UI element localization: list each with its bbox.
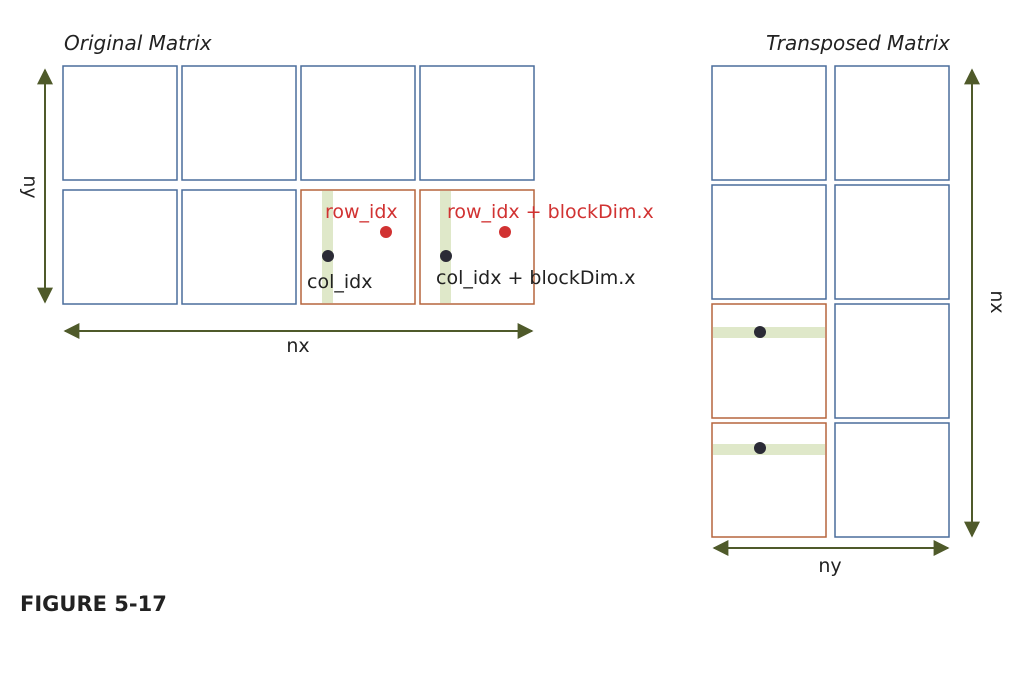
row-dot — [380, 226, 392, 238]
row-dot — [499, 226, 511, 238]
block — [834, 303, 950, 419]
highlighted-block — [711, 422, 827, 538]
block — [711, 184, 827, 300]
nx-label-transposed: nx — [986, 290, 1008, 313]
row-idx-label: row_idx — [325, 201, 398, 223]
col-dot — [754, 442, 766, 454]
nx-label: nx — [286, 335, 309, 357]
col-idx-offset-label: col_idx + blockDim.x — [436, 267, 636, 289]
row-idx-offset-label: row_idx + blockDim.x — [447, 201, 654, 223]
block — [62, 189, 178, 305]
col-dot — [322, 250, 334, 262]
col-dot — [754, 326, 766, 338]
block — [834, 65, 950, 181]
col-dot — [440, 250, 452, 262]
block — [181, 189, 297, 305]
row-stripe — [713, 327, 825, 338]
transposed-matrix-title: Transposed Matrix — [766, 31, 950, 55]
block — [300, 65, 416, 181]
block — [834, 184, 950, 300]
block — [419, 65, 535, 181]
block — [181, 65, 297, 181]
figure-label: FIGURE 5-17 — [20, 592, 167, 616]
column-stripe — [322, 191, 333, 303]
original-matrix: row_idx row_idx + blockDim.x col_idx col… — [62, 65, 654, 305]
ny-label: ny — [19, 175, 41, 198]
highlighted-block — [711, 303, 827, 419]
block — [62, 65, 178, 181]
highlighted-block — [419, 189, 535, 305]
column-stripe — [440, 191, 451, 303]
row-stripe — [713, 444, 825, 455]
ny-label-transposed: ny — [818, 555, 841, 577]
block — [834, 422, 950, 538]
col-idx-label: col_idx — [307, 271, 372, 293]
highlighted-block — [300, 189, 416, 305]
block — [711, 65, 827, 181]
original-matrix-title: Original Matrix — [64, 31, 212, 55]
transposed-matrix — [711, 65, 950, 538]
